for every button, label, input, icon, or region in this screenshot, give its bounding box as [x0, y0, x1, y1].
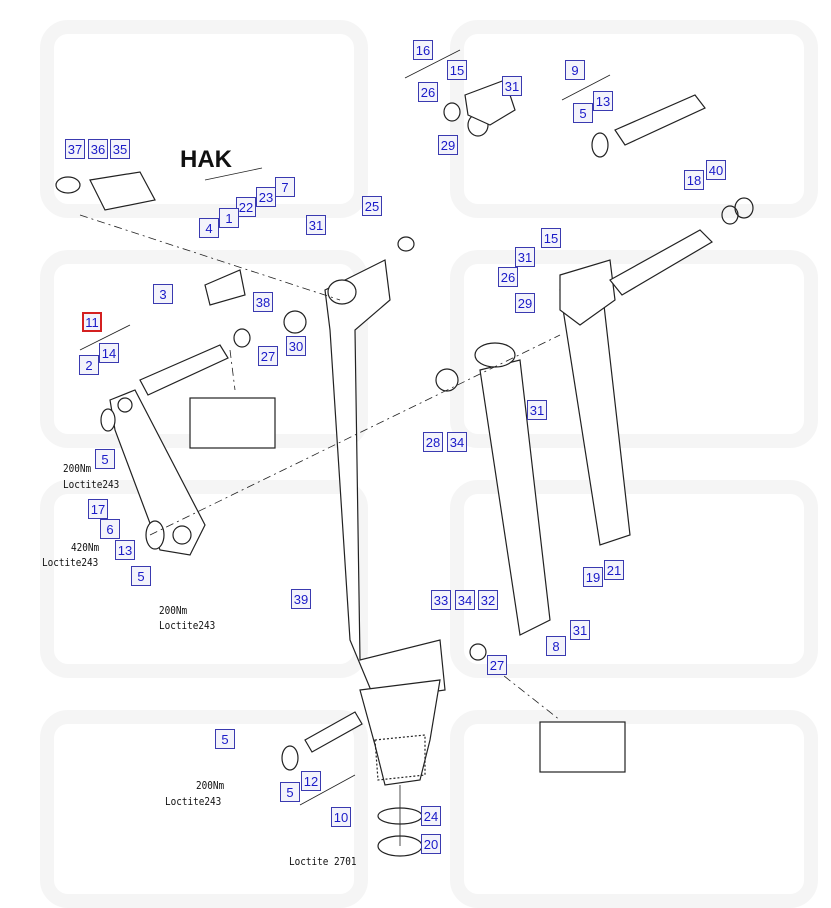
lock-plate-13 — [145, 520, 165, 550]
callout-8[interactable]: 8 — [546, 636, 566, 656]
section-view-top — [189, 397, 276, 449]
torque-note: 200Nm — [159, 604, 188, 617]
callout-21[interactable]: 21 — [604, 560, 624, 580]
bushing-28 — [435, 368, 459, 392]
boom-pivot-hole — [327, 279, 357, 305]
torque-note: 200Nm — [63, 462, 92, 475]
callout-31[interactable]: 31 — [306, 215, 326, 235]
callout-31[interactable]: 31 — [527, 400, 547, 420]
threadlocker-note: Loctite243 — [165, 795, 222, 808]
hook-37 — [55, 176, 81, 194]
callout-26[interactable]: 26 — [418, 82, 438, 102]
callout-33[interactable]: 33 — [431, 590, 451, 610]
callout-15[interactable]: 15 — [447, 60, 467, 80]
callout-3[interactable]: 3 — [153, 284, 173, 304]
callout-26[interactable]: 26 — [498, 267, 518, 287]
pivot-bracket-15 — [559, 259, 616, 326]
seal-18 — [721, 205, 739, 225]
callout-36[interactable]: 36 — [88, 139, 108, 159]
watermark — [450, 250, 818, 448]
callout-4[interactable]: 4 — [199, 218, 219, 238]
main-boom — [324, 259, 446, 701]
callout-35[interactable]: 35 — [110, 139, 130, 159]
callout-32[interactable]: 32 — [478, 590, 498, 610]
watermark — [450, 480, 818, 678]
callout-20[interactable]: 20 — [421, 834, 441, 854]
threadlocker-note: Loctite243 — [42, 556, 99, 569]
torque-note: 420Nm — [71, 541, 100, 554]
hook-section-title: HAK — [180, 146, 232, 173]
callout-40[interactable]: 40 — [706, 160, 726, 180]
watermark — [40, 20, 368, 218]
callout-31[interactable]: 31 — [570, 620, 590, 640]
callout-5[interactable]: 5 — [215, 729, 235, 749]
callout-39[interactable]: 39 — [291, 589, 311, 609]
callout-34[interactable]: 34 — [447, 432, 467, 452]
pin-bottom — [304, 711, 363, 753]
callout-38[interactable]: 38 — [253, 292, 273, 312]
callout-14[interactable]: 14 — [99, 343, 119, 363]
lock-plate-13-top — [591, 132, 609, 158]
sensor-3 — [204, 269, 246, 306]
link-plate-17 — [109, 389, 206, 556]
lock-plate-12 — [281, 745, 299, 771]
callout-16[interactable]: 16 — [413, 40, 433, 60]
callout-17[interactable]: 17 — [88, 499, 108, 519]
parts-drawing — [55, 49, 754, 857]
pin-top-center — [614, 94, 706, 146]
callout-25[interactable]: 25 — [362, 196, 382, 216]
pin-left — [139, 344, 229, 396]
callout-30[interactable]: 30 — [286, 336, 306, 356]
threadlocker-note: Loctite243 — [159, 619, 216, 632]
callout-23[interactable]: 23 — [256, 187, 276, 207]
callout-7[interactable]: 7 — [275, 177, 295, 197]
callout-31[interactable]: 31 — [502, 76, 522, 96]
callout-24[interactable]: 24 — [421, 806, 441, 826]
callout-12[interactable]: 12 — [301, 771, 321, 791]
callout-19[interactable]: 19 — [583, 567, 603, 587]
callout-5[interactable]: 5 — [95, 449, 115, 469]
lock-plate-14 — [100, 408, 116, 432]
callout-22[interactable]: 22 — [236, 197, 256, 217]
callout-27[interactable]: 27 — [258, 346, 278, 366]
spline-gear — [374, 734, 426, 781]
callout-15[interactable]: 15 — [541, 228, 561, 248]
callout-28[interactable]: 28 — [423, 432, 443, 452]
bushing-26 — [443, 102, 461, 122]
callout-13[interactable]: 13 — [593, 91, 613, 111]
section-view-bottom — [539, 721, 626, 773]
ring-25 — [397, 236, 415, 252]
callout-5[interactable]: 5 — [280, 782, 300, 802]
threadlocker-note: Loctite243 — [63, 478, 120, 491]
hook-36 — [89, 171, 156, 211]
callout-1[interactable]: 1 — [219, 208, 239, 228]
callout-31[interactable]: 31 — [515, 247, 535, 267]
bushing-30 — [283, 310, 307, 334]
callout-5[interactable]: 5 — [573, 103, 593, 123]
callout-18[interactable]: 18 — [684, 170, 704, 190]
callout-27[interactable]: 27 — [487, 655, 507, 675]
callout-29[interactable]: 29 — [438, 135, 458, 155]
callout-5[interactable]: 5 — [131, 566, 151, 586]
callout-34[interactable]: 34 — [455, 590, 475, 610]
torque-note: 200Nm — [196, 779, 225, 792]
callout-13[interactable]: 13 — [115, 540, 135, 560]
bushing-27b — [469, 643, 487, 661]
slewing-column — [359, 679, 441, 786]
bushing-27 — [233, 328, 251, 348]
callout-10[interactable]: 10 — [331, 807, 351, 827]
callout-11-selected[interactable]: 11 — [82, 312, 102, 332]
callout-37[interactable]: 37 — [65, 139, 85, 159]
callout-29[interactable]: 29 — [515, 293, 535, 313]
callout-9[interactable]: 9 — [565, 60, 585, 80]
callout-6[interactable]: 6 — [100, 519, 120, 539]
pin-top-right — [609, 229, 713, 296]
callout-2[interactable]: 2 — [79, 355, 99, 375]
sealant-note: Loctite 2701 — [289, 855, 357, 868]
